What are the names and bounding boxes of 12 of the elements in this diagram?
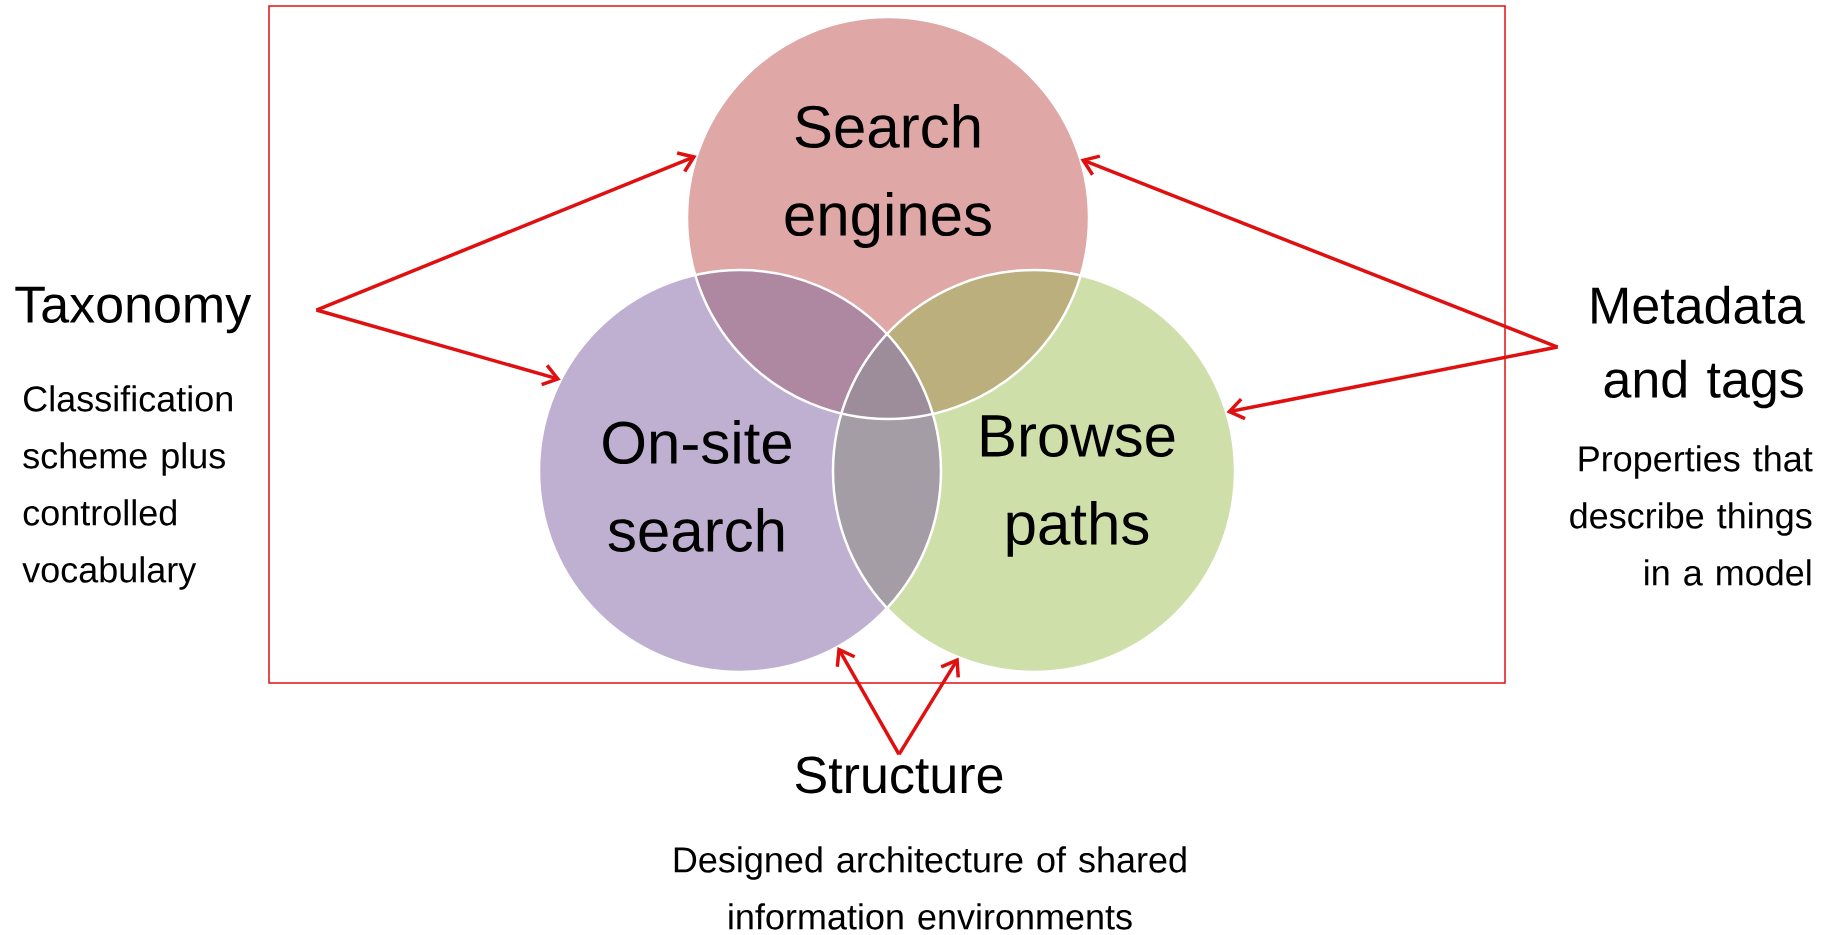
arrow [315,308,561,387]
arrow [897,657,960,756]
arrow [1226,345,1558,421]
arrow [835,647,901,756]
description: Designed architecture of shared information environments [674,846,1186,930]
heading: Structure [795,756,1003,794]
description: Properties that describe things in a model [1570,445,1813,586]
arrow [315,151,697,312]
heading: Taxonomy [15,286,252,334]
arrow [1080,154,1559,349]
description: Classification scheme plus controlled vocabulary [22,385,232,590]
heading: Metadata and tags [1592,285,1805,409]
